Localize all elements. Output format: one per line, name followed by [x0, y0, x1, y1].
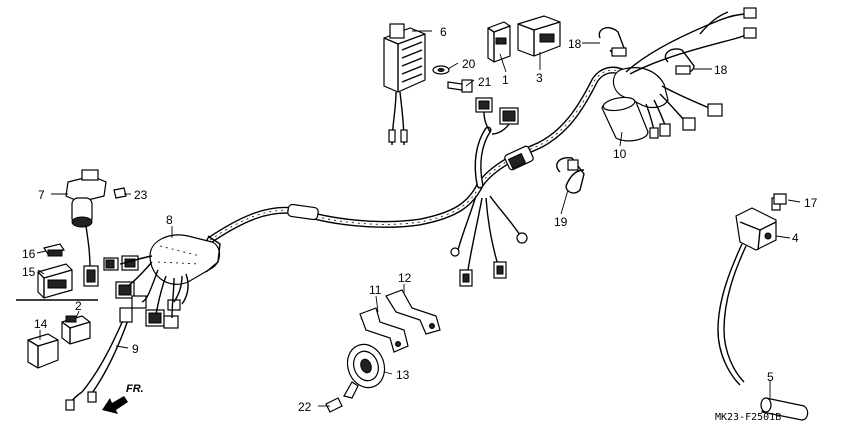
- callout-5: 5: [767, 370, 774, 384]
- band-18-lower: [664, 48, 695, 75]
- front-direction-arrow: FR.: [102, 383, 144, 414]
- horn-13: [343, 343, 386, 399]
- band-19: [556, 157, 585, 194]
- control-unit-3: [517, 15, 561, 57]
- bolt-23: [113, 187, 127, 199]
- callout-17: 17: [804, 196, 818, 210]
- harness-branch-connectors: [450, 232, 528, 287]
- callout-11: 11: [369, 283, 382, 297]
- sensor-assembly-4: [717, 197, 781, 386]
- callout-1: 1: [502, 73, 509, 87]
- bracket-12: [385, 289, 441, 335]
- regulator-rectifier: [383, 23, 426, 146]
- sub-harness-9: [65, 307, 133, 411]
- callout-9: 9: [132, 342, 139, 356]
- callout-15: 15: [22, 265, 36, 279]
- harness-sleeve-left: [103, 234, 221, 329]
- bolt-17: [773, 193, 787, 205]
- callout-3: 3: [536, 71, 543, 85]
- connector-module-1: [487, 21, 511, 63]
- washer-20: [432, 65, 450, 75]
- callout-16: 16: [22, 247, 36, 261]
- bracket-11: [359, 307, 409, 353]
- callout-10: 10: [613, 147, 627, 161]
- callout-14: 14: [34, 317, 48, 331]
- relay-14: [27, 333, 59, 369]
- upper-connector-cluster: [475, 97, 519, 135]
- callout-6: 6: [440, 25, 447, 39]
- ignition-switch: [65, 169, 107, 287]
- callout-labels: 6 1 3 20 21 18 18 10 19 17 4 5 7 23 8 16…: [22, 25, 818, 414]
- callout-13: 13: [396, 368, 410, 382]
- callout-18-lower: 18: [714, 63, 728, 77]
- callout-7: 7: [38, 188, 45, 202]
- callout-21: 21: [478, 75, 492, 89]
- front-direction-label: FR.: [126, 383, 144, 395]
- relay-2: [61, 315, 91, 345]
- callout-22: 22: [298, 400, 312, 414]
- bolt-21: [447, 79, 473, 93]
- callout-12: 12: [398, 271, 412, 285]
- small-cap-16: [43, 243, 65, 257]
- callout-8: 8: [166, 213, 173, 227]
- callout-leaders: [36, 30, 801, 407]
- callout-19: 19: [554, 215, 568, 229]
- callout-23: 23: [134, 188, 148, 202]
- callout-18-upper: 18: [568, 37, 582, 51]
- callout-20: 20: [462, 57, 476, 71]
- bolt-22: [325, 397, 343, 413]
- callout-4: 4: [792, 231, 799, 245]
- band-18-upper: [598, 27, 627, 57]
- grommet-5: [760, 397, 809, 421]
- callout-2: 2: [75, 299, 82, 313]
- protective-tube-10: [601, 96, 649, 142]
- connector-15: [16, 263, 98, 301]
- diagram-code: MK23-F2501B: [715, 412, 781, 423]
- main-wire-harness: [206, 66, 626, 271]
